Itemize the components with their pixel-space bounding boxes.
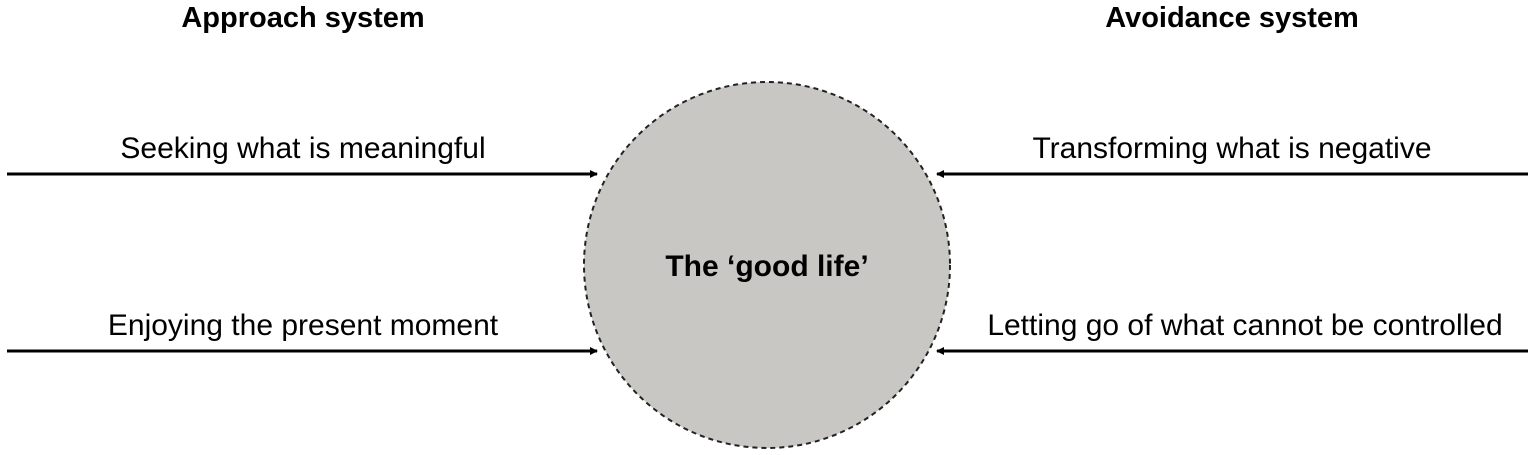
approach-item-present-moment: Enjoying the present moment <box>107 309 499 342</box>
avoidance-item-transforming: Transforming what is negative <box>1032 132 1432 165</box>
approach-heading: Approach system <box>181 2 425 34</box>
avoidance-item-letting-go: Letting go of what cannot be controlled <box>987 309 1503 342</box>
avoidance-heading: Avoidance system <box>1105 2 1359 34</box>
approach-item-meaningful: Seeking what is meaningful <box>120 132 486 165</box>
good-life-circle <box>583 81 951 449</box>
good-life-label: The ‘good life’ <box>665 250 869 283</box>
